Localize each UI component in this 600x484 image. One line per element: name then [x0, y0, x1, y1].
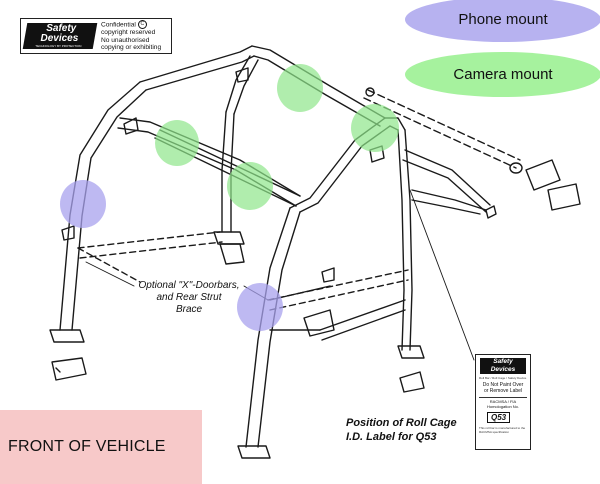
main-hoop-left-leg: [221, 111, 227, 233]
main-hoop-right-leg: [404, 129, 413, 351]
phone-mount-legend-label: Phone mount: [458, 11, 548, 28]
id-label-brand: Safety Devices: [480, 358, 526, 374]
id-label-position-note: Position of Roll Cage I.D. Label for Q53: [346, 417, 457, 443]
bracket-part-4: [399, 371, 425, 393]
foot-plate-main-left: [213, 231, 245, 245]
front-of-vehicle-box: FRONT OF VEHICLE: [0, 410, 202, 484]
phone-mount-marker-1: [60, 180, 106, 228]
id-label-code: Q53: [487, 412, 511, 423]
camera-mount-marker-1: [155, 120, 199, 166]
foot-plate-main-right: [397, 345, 425, 359]
optional-doorbars-left: [77, 231, 221, 249]
id-label-leader: [409, 189, 475, 361]
camera-mount-marker-3: [277, 64, 323, 112]
bracket-part-5: [525, 159, 561, 191]
bracket-part-3: [303, 309, 335, 337]
front-left-leg: [59, 81, 141, 331]
bracket-part-6: [547, 183, 581, 211]
confidential-line-2: No unauthorised: [101, 36, 150, 44]
bracket-part-1: [51, 357, 87, 381]
rear-strut-brace: [367, 89, 521, 161]
safety-devices-logo: Safety Devices TECHNOLOGY BY PROTECTION: [22, 23, 98, 49]
id-label-certification: RACMSA / FIA Homologation No.: [479, 397, 527, 409]
camera-mount-legend-label: Camera mount: [453, 66, 553, 83]
id-label-footer: This roll bar is manufactured to the RAC…: [479, 426, 526, 434]
confidential-line-3: copying or exhibiting: [101, 44, 162, 52]
confidential-line-1: copyright reserved: [101, 29, 156, 37]
phone-mount-marker-2: [237, 283, 283, 331]
diagonal-brace: [225, 55, 251, 113]
copyright-icon: C: [137, 20, 147, 30]
camera-mount-marker-4: [351, 104, 399, 152]
roll-cage-id-label: Safety Devices Roll Bar / Roll Cage / Sa…: [475, 354, 531, 450]
id-label-warning: Do Not Paint Over or Remove Label: [482, 382, 524, 394]
camera-mount-marker-2: [227, 162, 273, 210]
safety-devices-logo-box: Safety Devices TECHNOLOGY BY PROTECTION …: [20, 18, 172, 54]
camera-mount-legend: Camera mount: [405, 52, 600, 97]
doorbar-note-leader-left: [85, 261, 135, 287]
front-top-bar: [139, 45, 253, 83]
id-label-code-row: Q53: [479, 412, 527, 423]
foot-plate-front-right: [237, 445, 271, 459]
phone-mount-legend: Phone mount: [405, 0, 600, 42]
roof-rail-right: [119, 117, 301, 197]
confidential-title: Confidential: [101, 21, 136, 29]
optional-doorbars-note: Optional "X"-Doorbars, and Rear Strut Br…: [138, 280, 240, 315]
front-of-vehicle-label: FRONT OF VEHICLE: [8, 438, 166, 455]
rear-strut: [404, 149, 491, 206]
foot-plate-front-left: [49, 329, 85, 343]
bracket-part-2: [219, 243, 245, 265]
id-label-tiny-text: Roll Bar / Roll Cage / Safety Device: [479, 376, 527, 380]
